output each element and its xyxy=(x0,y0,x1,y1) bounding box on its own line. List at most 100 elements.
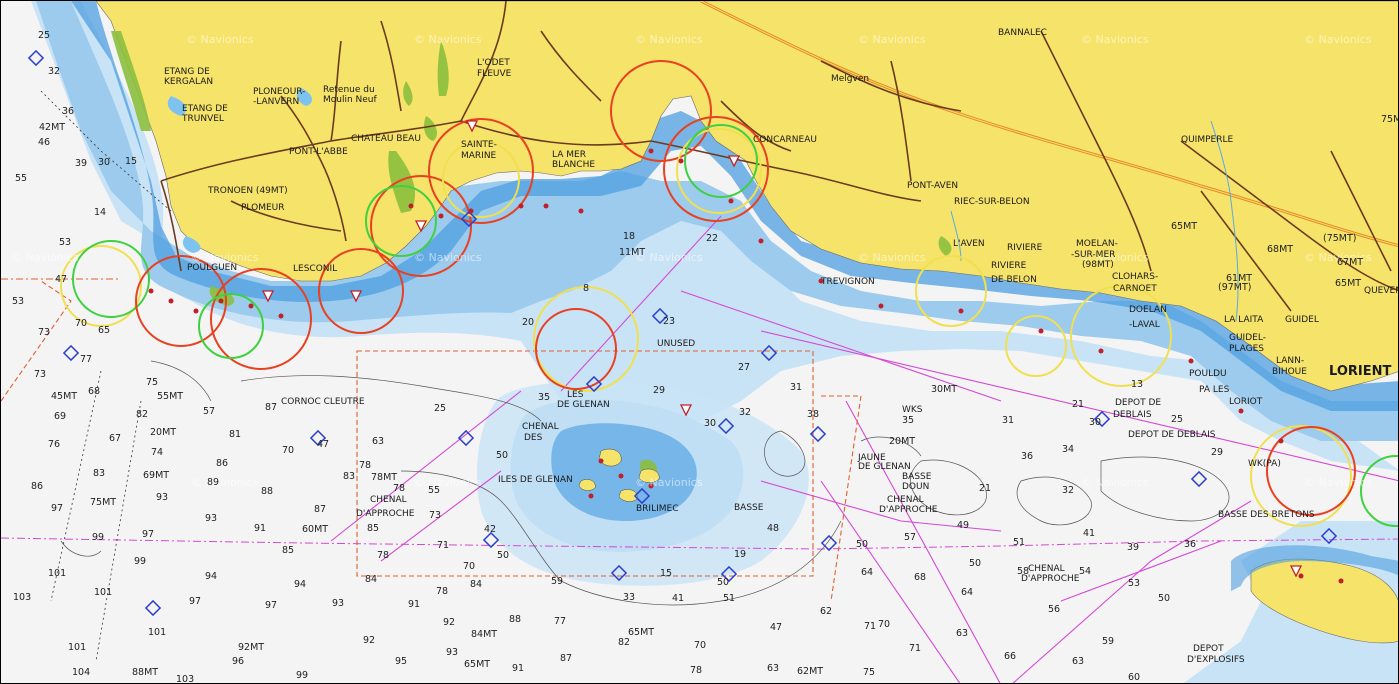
depth-sounding: 14 xyxy=(94,207,106,218)
place-label-depot-explos-1: DEPOT xyxy=(1193,644,1224,654)
map-watermark: © Navionics xyxy=(1081,33,1149,46)
depth-sounding: 101 xyxy=(48,568,66,579)
glenan-very-shallow xyxy=(551,423,697,521)
place-label-cornoc: CORNOC CLEUTRE xyxy=(281,397,365,407)
place-label-pouldu-1: POULGUEN xyxy=(187,263,237,273)
place-label-doelan-1: DOELAN xyxy=(1129,305,1167,315)
place-label-moelan-1: MOELAN- xyxy=(1076,239,1118,249)
place-label-chenal-app-1: CHENAL xyxy=(887,495,924,505)
depth-sounding: 39 xyxy=(1127,542,1139,553)
depth-sounding: 70 xyxy=(75,318,87,329)
depth-sounding: 49 xyxy=(957,520,969,531)
depth-sounding: 73 xyxy=(34,369,46,380)
light-range-circles xyxy=(60,60,1398,527)
depth-sounding: 87 xyxy=(560,653,572,664)
nav-lines xyxy=(330,215,1398,683)
map-watermark: © Navionics xyxy=(858,33,926,46)
depth-sounding: 35 xyxy=(538,392,550,403)
restricted-areas xyxy=(1,280,862,602)
place-label-etang-trunvel-1: ETANG DE xyxy=(182,104,228,114)
place-label-lamer-1: LA MER xyxy=(552,150,586,160)
depth-sounding: 63 xyxy=(1072,656,1084,667)
depth-sounding: 50 xyxy=(717,577,729,588)
depth-sounding: 67MT xyxy=(1337,257,1363,268)
depth-sounding: 55 xyxy=(15,173,27,184)
place-label-basse-doun-2: DOUN xyxy=(902,482,929,492)
depth-sounding: 88 xyxy=(261,486,273,497)
place-label-clohars-1: CLOHARS- xyxy=(1112,272,1158,282)
map-watermark: © Navionics xyxy=(635,251,703,264)
place-label-quevent: QUEVEN xyxy=(1364,286,1399,296)
depth-sounding: 36 xyxy=(1021,451,1033,462)
depth-sounding: 78 xyxy=(393,483,405,494)
depth-sounding: 75MT xyxy=(90,497,116,508)
depth-sounding: 53 xyxy=(1128,578,1140,589)
depth-sounding: 50 xyxy=(969,558,981,569)
depth-sounding: 56 xyxy=(1048,604,1060,615)
depth-sounding: 31 xyxy=(790,382,802,393)
place-label-brilimec: BRILIMEC xyxy=(636,504,679,514)
depth-sounding: 61MT xyxy=(1226,273,1252,284)
depth-sounding: 21 xyxy=(979,483,991,494)
depth-sounding: 69MT xyxy=(143,470,169,481)
depth-sounding: 97 xyxy=(265,600,277,611)
depth-sounding: 87 xyxy=(265,402,277,413)
depth-sounding: 93 xyxy=(332,598,344,609)
place-label-laven: L'AVEN xyxy=(953,239,985,249)
depth-sounding: 53 xyxy=(59,237,71,248)
depth-sounding: 8 xyxy=(583,283,589,294)
depth-sounding: 73 xyxy=(38,327,50,338)
depth-sounding: 89 xyxy=(207,477,219,488)
depth-sounding: 93 xyxy=(156,492,168,503)
depth-sounding: 65MT xyxy=(464,659,490,670)
depth-sounding: 70 xyxy=(694,640,706,651)
depth-sounding: 85 xyxy=(367,523,379,534)
coastal-very-shallow xyxy=(71,1,1398,411)
depth-sounding: 83 xyxy=(93,468,105,479)
map-watermark: © Navionics xyxy=(635,33,703,46)
place-label-guidel-plages-2: PLAGES xyxy=(1229,344,1264,354)
depth-sounding: 45MT xyxy=(51,391,77,402)
place-label-etang-kergalan-2: KERGALAN xyxy=(164,77,213,87)
depth-sounding: 87 xyxy=(314,504,326,515)
place-label-plonneour-1: PLONEOUR- xyxy=(253,87,305,97)
map-watermark: © Navionics xyxy=(1304,251,1372,264)
map-watermark: © Navionics xyxy=(1081,251,1149,264)
depth-sounding: 70 xyxy=(463,561,475,572)
place-label-doelan-2: -LAVAL xyxy=(1129,320,1160,330)
depth-sounding: 78 xyxy=(359,460,371,471)
place-label-pouldu-2: POULDU xyxy=(1189,369,1227,379)
glenan-islands xyxy=(578,448,660,502)
depth-sounding: 82 xyxy=(618,637,630,648)
depth-sounding: (97MT) xyxy=(1218,282,1252,293)
depth-sounding: 39 xyxy=(75,158,87,169)
place-label-tronoen: TRONOEN (49MT) xyxy=(207,186,288,196)
depth-sounding: 50 xyxy=(1158,593,1170,604)
depth-sounding: 38 xyxy=(807,409,819,420)
depth-sounding: 81 xyxy=(229,429,241,440)
depth-sounding: 55MT xyxy=(157,391,183,402)
place-label-depot-deblais-3: DEPOT DE DEBLAIS xyxy=(1128,430,1216,440)
map-watermark: © Navionics xyxy=(1304,476,1372,489)
depth-sounding: 78 xyxy=(690,665,702,676)
depth-sounding: 85 xyxy=(282,545,294,556)
depth-sounding: 75 xyxy=(146,377,158,388)
depth-sounding: 84 xyxy=(470,579,482,590)
place-label-pont-labbe: PONT-L'ABBE xyxy=(289,147,348,157)
place-label-odet-1: L'ODET xyxy=(477,58,510,68)
map-watermark: © Navionics xyxy=(635,476,703,489)
depth-sounding: 51 xyxy=(1013,537,1025,548)
depth-sounding: 103 xyxy=(176,674,194,684)
depth-sounding: 97 xyxy=(51,503,63,514)
mid-depth-water xyxy=(31,1,1398,683)
depth-sounding: 63 xyxy=(956,628,968,639)
depth-sounding: 41 xyxy=(672,593,684,604)
place-label-retenue-2: Moulin Neuf xyxy=(323,95,378,105)
depth-sounding: 77 xyxy=(554,616,566,627)
depth-sounding: 13 xyxy=(1131,379,1143,390)
depth-sounding: 92 xyxy=(443,617,455,628)
place-label-chenal-app-3: CHENAL xyxy=(370,495,407,505)
